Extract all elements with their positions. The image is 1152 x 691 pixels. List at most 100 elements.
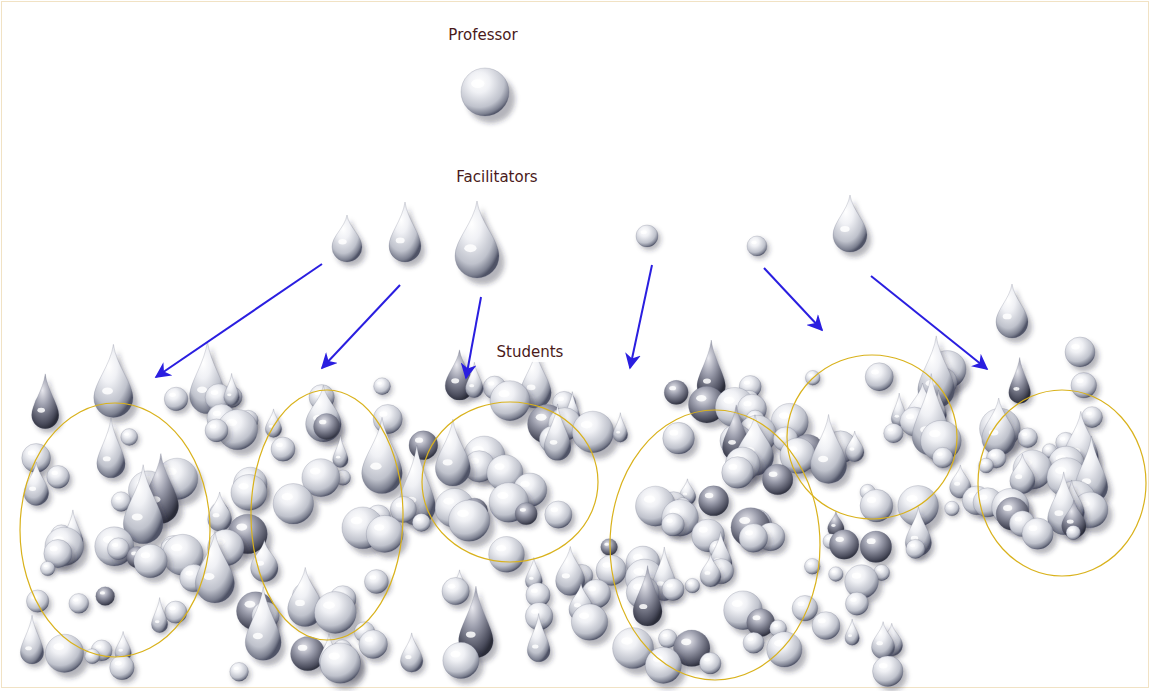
droplet bbox=[722, 457, 758, 493]
droplet bbox=[810, 414, 851, 488]
droplet bbox=[860, 489, 897, 527]
assignment-arrow bbox=[466, 297, 481, 378]
droplet bbox=[1065, 337, 1099, 372]
assignment-arrow bbox=[630, 265, 652, 368]
droplet bbox=[245, 587, 285, 666]
droplet bbox=[662, 578, 687, 604]
droplet bbox=[97, 418, 129, 482]
role-label: Professor bbox=[445, 25, 520, 45]
droplet bbox=[40, 561, 56, 578]
droplet bbox=[1018, 428, 1040, 451]
droplet bbox=[945, 501, 961, 518]
droplet bbox=[32, 374, 63, 433]
droplet bbox=[700, 554, 724, 590]
droplet bbox=[663, 422, 699, 458]
droplet bbox=[865, 363, 897, 395]
droplet bbox=[662, 513, 688, 539]
droplet bbox=[455, 201, 505, 285]
droplet bbox=[359, 630, 391, 663]
droplet bbox=[636, 225, 661, 250]
droplet bbox=[833, 195, 871, 257]
droplet bbox=[461, 68, 515, 123]
droplet bbox=[645, 647, 686, 689]
droplet bbox=[400, 633, 425, 676]
droplet bbox=[314, 414, 343, 444]
assignment-arrow bbox=[322, 285, 400, 368]
assignment-arrows bbox=[156, 264, 987, 378]
droplet bbox=[747, 236, 770, 259]
droplet bbox=[829, 567, 845, 584]
droplet bbox=[195, 531, 239, 608]
droplet bbox=[121, 429, 140, 449]
droplet bbox=[1062, 500, 1089, 542]
droplet bbox=[164, 387, 191, 414]
group-circle bbox=[20, 403, 210, 657]
droplet bbox=[905, 507, 935, 560]
group-circle bbox=[787, 355, 957, 519]
droplet bbox=[69, 593, 91, 616]
droplet bbox=[333, 435, 350, 470]
droplet bbox=[374, 378, 393, 397]
role-label: Facilitators bbox=[453, 167, 540, 187]
droplet bbox=[664, 380, 691, 408]
droplet bbox=[829, 530, 862, 564]
droplet bbox=[332, 215, 366, 267]
group-circle bbox=[251, 390, 403, 640]
droplet bbox=[1066, 525, 1082, 541]
droplet bbox=[449, 500, 495, 547]
droplet bbox=[699, 486, 733, 521]
assignment-arrow bbox=[871, 276, 987, 369]
droplet bbox=[134, 544, 172, 582]
student-droplets bbox=[20, 336, 1112, 691]
droplet bbox=[685, 578, 701, 595]
droplet bbox=[24, 462, 52, 509]
droplet bbox=[110, 655, 138, 683]
droplet bbox=[1009, 357, 1033, 406]
droplet bbox=[273, 484, 319, 531]
droplet bbox=[812, 612, 843, 644]
droplet bbox=[94, 344, 138, 423]
droplet bbox=[442, 577, 473, 608]
droplet bbox=[224, 373, 242, 407]
droplet bbox=[996, 284, 1032, 343]
group-circle bbox=[422, 402, 598, 562]
droplet bbox=[412, 513, 432, 534]
droplet bbox=[906, 539, 927, 561]
droplet bbox=[205, 419, 231, 445]
droplet bbox=[845, 592, 871, 618]
droplet bbox=[251, 540, 282, 586]
droplet bbox=[320, 643, 365, 689]
droplet bbox=[527, 614, 553, 666]
droplet bbox=[921, 420, 967, 467]
droplet bbox=[435, 419, 474, 491]
droplet bbox=[932, 447, 955, 471]
droplet bbox=[389, 202, 425, 267]
droplet bbox=[96, 587, 117, 609]
droplet bbox=[544, 404, 574, 464]
droplet bbox=[873, 656, 907, 691]
droplet bbox=[884, 423, 906, 445]
droplet bbox=[767, 632, 807, 673]
droplet bbox=[230, 662, 251, 684]
droplet bbox=[762, 464, 796, 499]
facilitator-droplets bbox=[332, 68, 1099, 372]
droplet bbox=[515, 503, 540, 528]
droplet bbox=[364, 570, 391, 598]
droplet bbox=[45, 634, 88, 678]
role-label: Students bbox=[494, 342, 567, 362]
droplet bbox=[20, 615, 46, 667]
droplet bbox=[845, 619, 861, 647]
droplet bbox=[700, 653, 724, 678]
droplet bbox=[545, 501, 576, 532]
droplet bbox=[739, 524, 771, 557]
assignment-arrow bbox=[764, 268, 822, 330]
droplet bbox=[306, 385, 346, 447]
droplet bbox=[743, 632, 767, 656]
droplet bbox=[1022, 518, 1057, 554]
droplet bbox=[860, 531, 895, 567]
droplet bbox=[152, 598, 170, 636]
droplet bbox=[571, 604, 612, 646]
droplet bbox=[489, 537, 529, 578]
